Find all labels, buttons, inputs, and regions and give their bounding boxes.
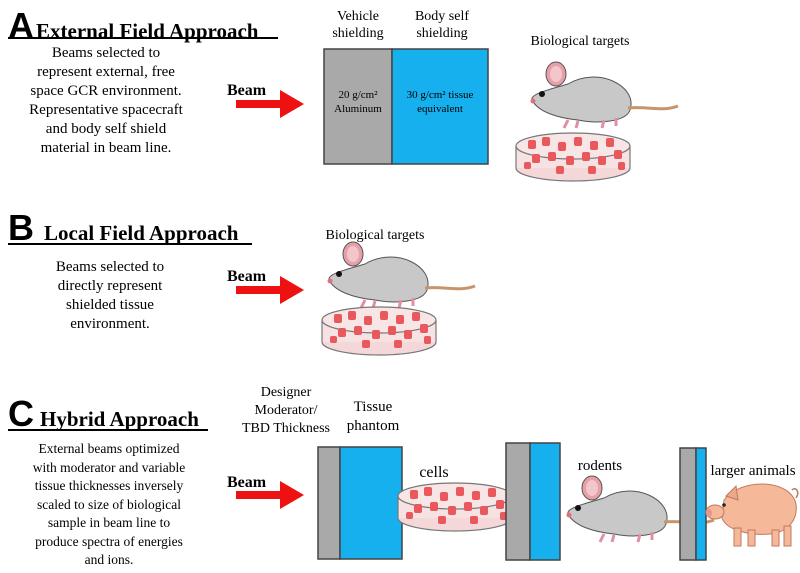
biological-targets-label-b: Biological targets bbox=[325, 228, 425, 243]
tissue-equivalent-label: 30 g/cm² tissue equivalent bbox=[392, 88, 488, 116]
section-a-description: Beams selected to represent external, fr… bbox=[6, 44, 206, 158]
desc-line: External beams optimized bbox=[38, 441, 180, 456]
petri-dish-icon-b bbox=[321, 306, 437, 356]
label-line: Aluminum bbox=[334, 103, 382, 115]
label-line: Moderator/ bbox=[254, 403, 318, 418]
label-line: Tissue bbox=[353, 399, 393, 415]
desc-line: represent external, free bbox=[37, 64, 175, 80]
desc-line: Representative spacecraft bbox=[29, 102, 183, 118]
rodents-label: rodents bbox=[577, 458, 623, 474]
section-c-letter: C bbox=[8, 393, 34, 434]
phantom-block-cells bbox=[339, 446, 403, 560]
desc-line: sample in beam line to bbox=[47, 515, 171, 530]
cells-label: cells bbox=[419, 464, 449, 481]
desc-line: produce spectra of energies bbox=[35, 533, 183, 549]
beam-label-a: Beam bbox=[227, 82, 267, 99]
desc-line: environment. bbox=[70, 316, 150, 332]
petri-dish-icon-c bbox=[397, 482, 513, 532]
moderator-block-cells bbox=[317, 446, 341, 560]
label-line: 30 g/cm² tissue bbox=[406, 89, 474, 101]
label-line: Designer bbox=[260, 385, 312, 400]
section-c-underline bbox=[8, 429, 208, 431]
label-line: phantom bbox=[346, 418, 400, 434]
section-c-description: External beams optimized with moderator … bbox=[4, 440, 214, 570]
desc-line: Beams selected to bbox=[51, 45, 161, 61]
aluminum-shield-block bbox=[323, 48, 393, 165]
section-a-underline bbox=[8, 37, 278, 39]
section-c-title: Hybrid Approach bbox=[40, 407, 199, 431]
desc-line: material in beam line. bbox=[40, 140, 172, 156]
desc-line: Beams selected to bbox=[55, 259, 165, 275]
desc-line: with moderator and variable bbox=[32, 459, 186, 475]
label-line: Body self bbox=[414, 9, 470, 24]
section-a-heading: A External Field Approach bbox=[8, 8, 258, 44]
desc-line: and body self shield bbox=[45, 121, 167, 137]
moderator-block-rodents bbox=[505, 442, 531, 561]
label-line: 20 g/cm² bbox=[338, 89, 378, 101]
section-a-title: External Field Approach bbox=[36, 19, 259, 43]
desc-line: tissue thicknesses inversely bbox=[34, 478, 184, 493]
pig-icon bbox=[705, 483, 799, 547]
beam-label-b: Beam bbox=[227, 268, 267, 285]
petri-dish-icon-a bbox=[515, 132, 631, 182]
mouse-icon-b bbox=[326, 240, 477, 310]
section-b-description: Beams selected to directly represent shi… bbox=[10, 258, 210, 334]
section-b-heading: B Local Field Approach bbox=[8, 210, 238, 246]
moderator-block-animals bbox=[679, 447, 697, 561]
desc-line: space GCR environment. bbox=[30, 83, 182, 99]
body-shielding-label: Body self shielding bbox=[396, 8, 488, 42]
label-line: shielding bbox=[332, 26, 384, 41]
desc-line: scaled to size of biological bbox=[37, 496, 181, 512]
label-line: shielding bbox=[416, 26, 468, 41]
tissue-phantom-label: Tissue phantom bbox=[338, 398, 408, 436]
phantom-block-rodents bbox=[529, 442, 561, 561]
label-line: TBD Thickness bbox=[241, 421, 330, 436]
biological-targets-label-a: Biological targets bbox=[530, 34, 630, 49]
section-b-underline bbox=[8, 243, 252, 245]
mouse-icon-a bbox=[529, 60, 680, 130]
desc-line: shielded tissue bbox=[66, 297, 154, 313]
label-line: Vehicle bbox=[337, 9, 379, 24]
section-b-title: Local Field Approach bbox=[44, 221, 239, 245]
tissue-shield-block bbox=[391, 48, 489, 165]
beam-label-c: Beam bbox=[227, 474, 267, 491]
vehicle-shielding-label: Vehicle shielding bbox=[312, 8, 404, 42]
larger-animals-label: larger animals bbox=[710, 463, 796, 479]
aluminum-label: 20 g/cm² Aluminum bbox=[324, 88, 392, 116]
desc-line: directly represent bbox=[57, 278, 163, 294]
section-b-letter: B bbox=[8, 207, 34, 248]
section-c-heading: C Hybrid Approach bbox=[8, 396, 199, 432]
label-line: equivalent bbox=[417, 103, 463, 115]
desc-line: and ions. bbox=[84, 552, 134, 567]
phantom-block-animals bbox=[695, 447, 707, 561]
moderator-label: Designer Moderator/ TBD Thickness bbox=[236, 384, 336, 438]
